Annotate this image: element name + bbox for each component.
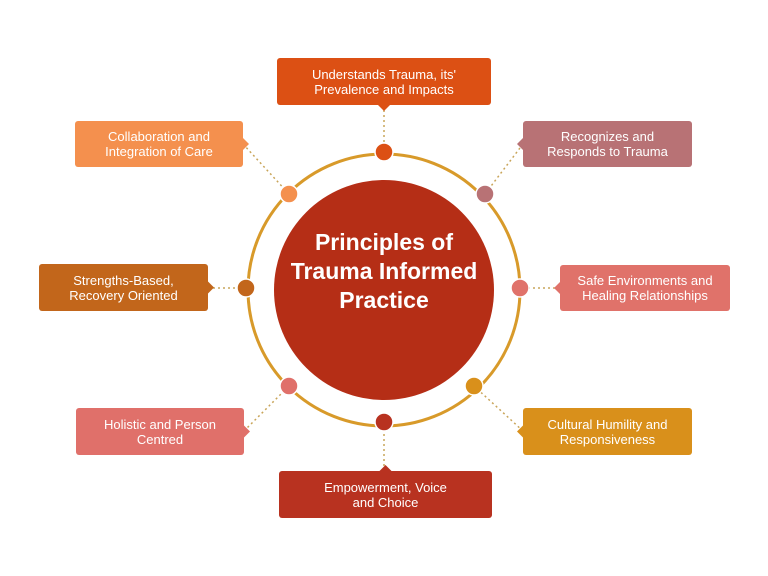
box-pointer [379, 465, 392, 471]
principle-safe-environments: Safe Environments and Healing Relationsh… [560, 265, 730, 311]
box-pointer [243, 138, 249, 150]
ring-dot [464, 376, 484, 396]
principle-empowerment: Empowerment, Voice and Choice [279, 471, 492, 518]
connector-line [243, 385, 290, 432]
box-pointer [378, 105, 390, 111]
center-circle [274, 180, 494, 400]
ring-dot [374, 412, 394, 432]
box-arrows [208, 105, 560, 471]
box-pointer [517, 425, 523, 438]
box-pointer [554, 282, 560, 294]
principle-collaboration: Collaboration and Integration of Care [75, 121, 243, 167]
connector-line [484, 143, 524, 195]
box-pointer [517, 138, 523, 150]
box-pointer [244, 425, 250, 438]
principle-cultural-humility: Cultural Humility and Responsiveness [523, 408, 692, 455]
principle-strengths-based: Strengths-Based, Recovery Oriented [39, 264, 208, 311]
ring-dot [475, 184, 495, 204]
center-title: Principles of Trauma Informed Practice [290, 229, 478, 313]
ring-dot [236, 278, 256, 298]
connector-line [242, 143, 290, 195]
principle-understands-trauma: Understands Trauma, its' Prevalence and … [277, 58, 491, 105]
principle-holistic-person-centred: Holistic and Person Centred [76, 408, 244, 455]
ring-dot [374, 142, 394, 162]
ring-dot [279, 376, 299, 396]
principle-recognizes-responds: Recognizes and Responds to Trauma [523, 121, 692, 167]
box-pointer [208, 281, 214, 294]
ring-dot [279, 184, 299, 204]
ring-dots [236, 142, 530, 432]
connector-line [473, 385, 524, 432]
ring-dot [510, 278, 530, 298]
